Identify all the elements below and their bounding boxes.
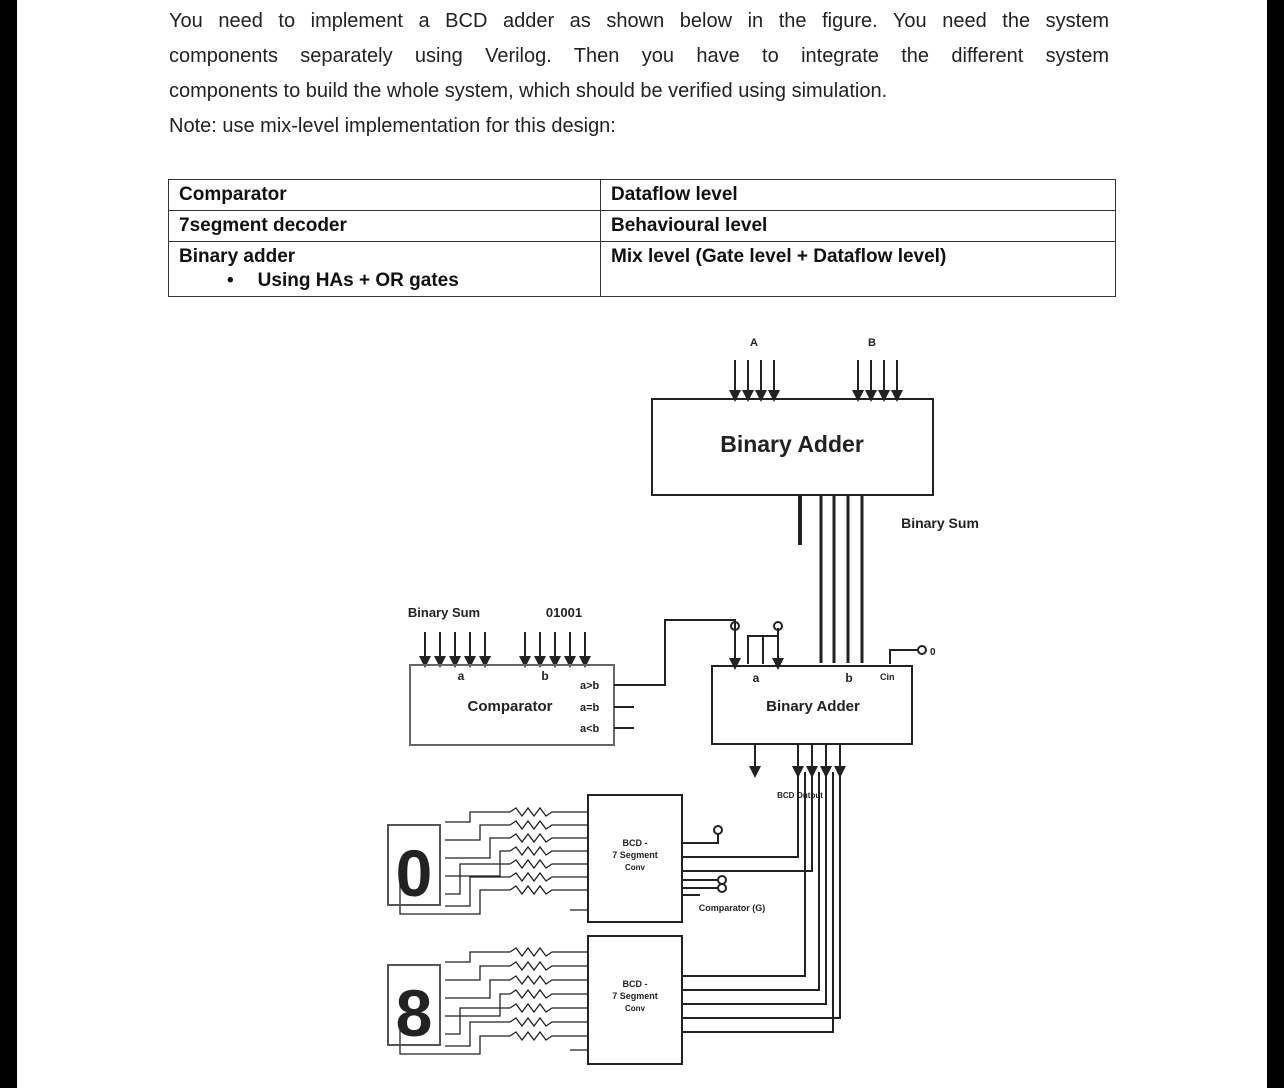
comparator-outputs xyxy=(614,619,736,729)
level-cell: Mix level (Gate level + Dataflow level) xyxy=(600,241,1116,297)
lower-seven-segment-display xyxy=(387,964,441,1046)
input-a-bus xyxy=(729,360,780,402)
lower-bcd-7seg-converter xyxy=(587,935,683,1065)
bottom-adder-inputs xyxy=(729,621,927,670)
top-adder-label: Binary Adder xyxy=(720,431,864,457)
component-cell: Binary adder Using HAs + OR gates xyxy=(168,241,601,297)
lower-converter-line-2: 7 Segment xyxy=(612,991,658,1001)
top-binary-adder-block xyxy=(651,398,934,496)
lower-converter-line-1: BCD - xyxy=(623,979,648,989)
comparator-constant-label: 01001 xyxy=(546,605,582,620)
comparator-input-label: Binary Sum xyxy=(408,605,480,620)
lower-display-digit: 8 xyxy=(396,976,433,1050)
bullet-item: Using HAs + OR gates xyxy=(179,269,590,293)
comparator-label: Comparator xyxy=(467,698,552,715)
upper-converter-inputs xyxy=(682,825,727,896)
lower-segment-wiring xyxy=(399,946,588,1055)
comparator-inputs xyxy=(419,632,591,668)
input-b-bus xyxy=(852,360,903,402)
component-cell: 7segment decoder xyxy=(168,210,601,242)
implementation-table: Comparator Dataflow level 7segment decod… xyxy=(168,179,1116,297)
comparator-eq-label: a=b xyxy=(580,702,600,714)
lower-converter-line-3: Conv xyxy=(625,1004,646,1013)
upper-bcd-7seg-converter xyxy=(587,794,683,923)
comparator-lt-label: a<b xyxy=(580,723,600,735)
intro-line: components to build the whole system, wh… xyxy=(169,80,888,102)
level-cell: Behavioural level xyxy=(600,210,1116,242)
component-name: Binary adder xyxy=(179,246,296,267)
bottom-adder-port-b: b xyxy=(845,671,852,685)
comparator-port-b: b xyxy=(541,669,548,683)
bcd-output-bus xyxy=(682,744,846,1033)
bcd-output-label: BCD Output xyxy=(777,791,823,800)
intro-note: Note: use mix-level implementation for t… xyxy=(169,115,616,137)
intro-line: You need to implement a BCD adder as sho… xyxy=(169,10,1109,32)
table-row: 7segment decoder Behavioural level xyxy=(168,210,1116,242)
upper-converter-line-2: 7 Segment xyxy=(612,850,658,860)
intro-line: components separately using Verilog. The… xyxy=(169,45,1109,67)
cin-zero-label: 0 xyxy=(930,647,936,658)
upper-converter-line-3: Conv xyxy=(625,863,646,872)
component-cell: Comparator xyxy=(168,179,601,211)
comparator-block xyxy=(409,664,615,746)
comparator-g-label: Comparator (G) xyxy=(699,903,766,913)
intro-paragraph: You need to implement a BCD adder as sho… xyxy=(169,4,1109,144)
input-b-label: B xyxy=(868,337,876,349)
bottom-adder-port-a: a xyxy=(753,671,760,685)
comparator-gt-label: a>b xyxy=(580,680,600,692)
upper-converter-line-1: BCD - xyxy=(623,838,648,848)
document-page: You need to implement a BCD adder as sho… xyxy=(17,0,1267,1088)
binary-sum-bus xyxy=(798,495,864,663)
bottom-adder-port-cin: Cin xyxy=(880,672,895,682)
bottom-adder-label: Binary Adder xyxy=(766,698,860,715)
input-a-label: A xyxy=(750,337,758,349)
upper-display-digit: 0 xyxy=(396,836,433,910)
binary-sum-label: Binary Sum xyxy=(901,515,979,531)
comparator-port-a: a xyxy=(458,669,465,683)
table-row: Binary adder Using HAs + OR gates Mix le… xyxy=(168,241,1116,297)
upper-segment-wiring xyxy=(399,806,588,915)
upper-seven-segment-display xyxy=(387,824,441,906)
